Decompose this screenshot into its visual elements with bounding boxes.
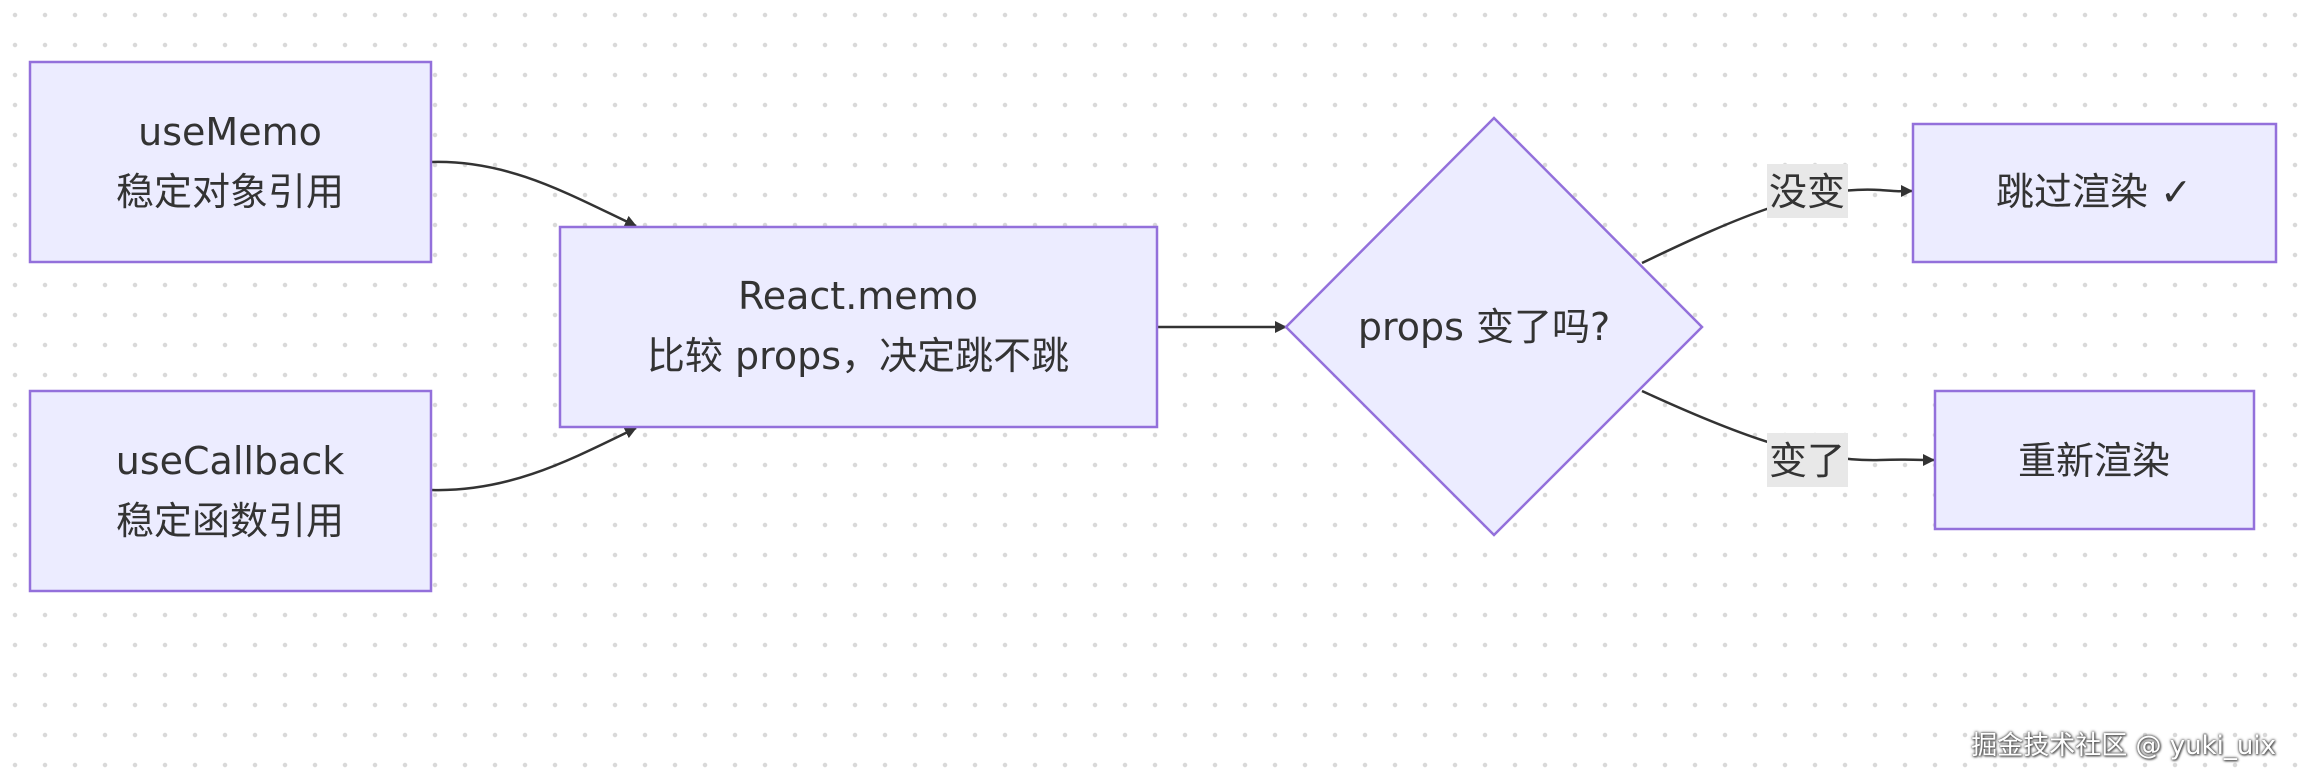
node-reactmemo: React.memo 比较 props，决定跳不跳 xyxy=(558,225,1159,429)
node-rerender: 重新渲染 xyxy=(1933,389,2256,531)
node-skip-label: 跳过渲染 ✓ xyxy=(1996,170,2192,214)
watermark: 掘金技术社区 @ yuki_uix xyxy=(1971,731,2276,761)
node-usecallback-title: useCallback xyxy=(116,439,345,483)
node-reactmemo-subtitle: 比较 props，决定跳不跳 xyxy=(647,334,1069,378)
node-usememo: useMemo 稳定对象引用 xyxy=(28,60,433,264)
node-skip: 跳过渲染 ✓ xyxy=(1911,122,2278,264)
node-usememo-title: useMemo xyxy=(138,110,322,154)
node-usecallback-subtitle: 稳定函数引用 xyxy=(116,499,344,543)
node-usememo-subtitle: 稳定对象引用 xyxy=(116,170,344,214)
node-rerender-label: 重新渲染 xyxy=(2018,439,2170,483)
edge-label-changed-text: 变了 xyxy=(1769,439,1845,483)
node-usecallback: useCallback 稳定函数引用 xyxy=(28,389,433,593)
edge-label-unchanged: 没变 xyxy=(1767,164,1848,218)
edge-usecallback-to-reactmemo xyxy=(431,426,637,492)
edge-label-changed: 变了 xyxy=(1767,433,1848,487)
node-decision-label: props 变了吗? xyxy=(1358,305,1610,349)
edge-label-unchanged-text: 没变 xyxy=(1769,170,1845,214)
node-reactmemo-title: React.memo xyxy=(738,274,978,318)
edge-usememo-to-reactmemo xyxy=(431,160,637,228)
node-decision: props 变了吗? xyxy=(1284,116,1704,537)
